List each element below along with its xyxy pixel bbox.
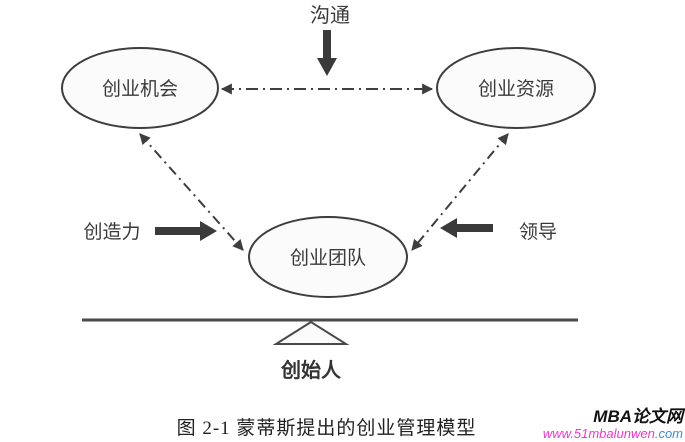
watermark: MBA论文网 www.51mbalunwen.com (542, 407, 683, 441)
team-opportunity-connector (139, 133, 244, 251)
creativity-label: 创造力 (83, 221, 140, 243)
creativity-right-arrow-icon (155, 221, 217, 241)
watermark-site-name: MBA论文网 (593, 407, 683, 427)
leadership-left-arrow-icon (440, 218, 493, 238)
resources-node (436, 47, 596, 129)
team-node-label: 创业团队 (290, 247, 366, 269)
founder-label: 创始人 (280, 358, 342, 382)
communication-label: 沟通 (310, 4, 350, 27)
watermark-url-main: www.51mbalunwen (542, 425, 655, 441)
team-resources-connector (411, 133, 509, 251)
opportunity-node-label: 创业机会 (102, 78, 178, 100)
resources-node-label: 创业资源 (478, 78, 554, 100)
watermark-url-suffix: .com (654, 425, 683, 441)
communication-down-arrow-icon (317, 30, 337, 76)
fulcrum-triangle-icon (272, 320, 350, 345)
figure-caption: 图 2-1 蒙蒂斯提出的创业管理模型 (176, 418, 477, 439)
watermark-url: www.51mbalunwen.com (542, 425, 683, 441)
team-node (248, 216, 408, 298)
leadership-label: 领导 (519, 221, 557, 243)
opportunity-node (61, 47, 219, 129)
